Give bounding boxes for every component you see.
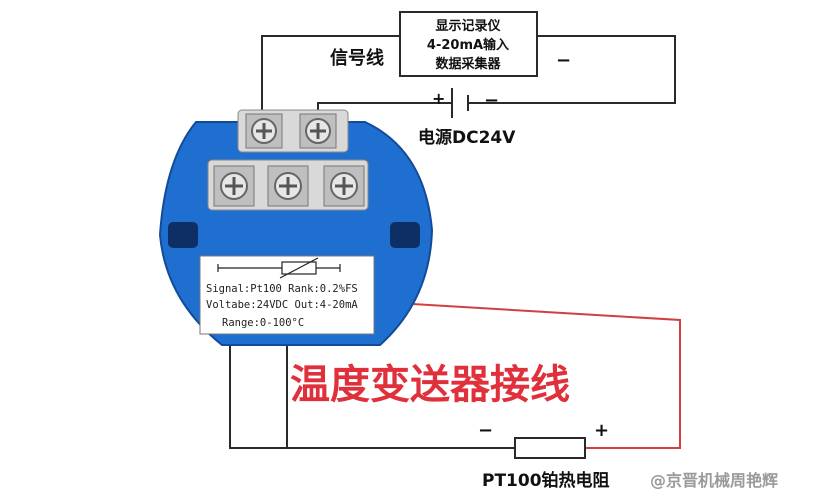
rtd-symbol xyxy=(217,257,341,279)
battery-symbol xyxy=(451,88,469,118)
diagram-title: 温度变送器接线 xyxy=(290,362,570,408)
recorder-box: 显示记录仪 4-20mA输入 数据采集器 xyxy=(399,11,538,77)
rtd-label: PT100铂热电阻 xyxy=(482,470,610,491)
pt100-resistor xyxy=(514,437,586,459)
transmitter-module: Signal:Pt100 Rank:0.2%FS Voltabe:24VDC O… xyxy=(158,109,434,346)
rtd-minus-label: − xyxy=(478,420,493,441)
terminal-bottom-left xyxy=(213,165,255,207)
terminal-top-right xyxy=(299,113,337,149)
recorder-line2: 4-20mA输入 xyxy=(427,37,509,53)
signal-line-label: 信号线 xyxy=(330,47,384,69)
power-minus-label: − xyxy=(484,90,499,111)
recorder-line3: 数据采集器 xyxy=(435,56,501,72)
right-mount-slot xyxy=(390,222,420,248)
nameplate-line2: Voltabe:24VDC Out:4-20mA xyxy=(206,299,358,311)
terminal-bottom-middle xyxy=(267,165,309,207)
nameplate-line3: Range:0-100°C xyxy=(222,317,304,329)
power-plus-label: + xyxy=(432,89,445,108)
terminal-bottom-right xyxy=(323,165,365,207)
power-label: 电源DC24V xyxy=(418,127,516,148)
left-mount-slot xyxy=(168,222,198,248)
terminal-top-left xyxy=(245,113,283,149)
signal-wire xyxy=(261,35,400,118)
rtd-plus-label: + xyxy=(594,420,609,441)
watermark: @京晋机械周艳辉 xyxy=(650,471,778,490)
recorder-minus-wire xyxy=(468,35,676,104)
recorder-line1: 显示记录仪 xyxy=(435,19,501,34)
nameplate-line1: Signal:Pt100 Rank:0.2%FS xyxy=(206,283,358,295)
recorder-minus-label: − xyxy=(556,50,571,71)
